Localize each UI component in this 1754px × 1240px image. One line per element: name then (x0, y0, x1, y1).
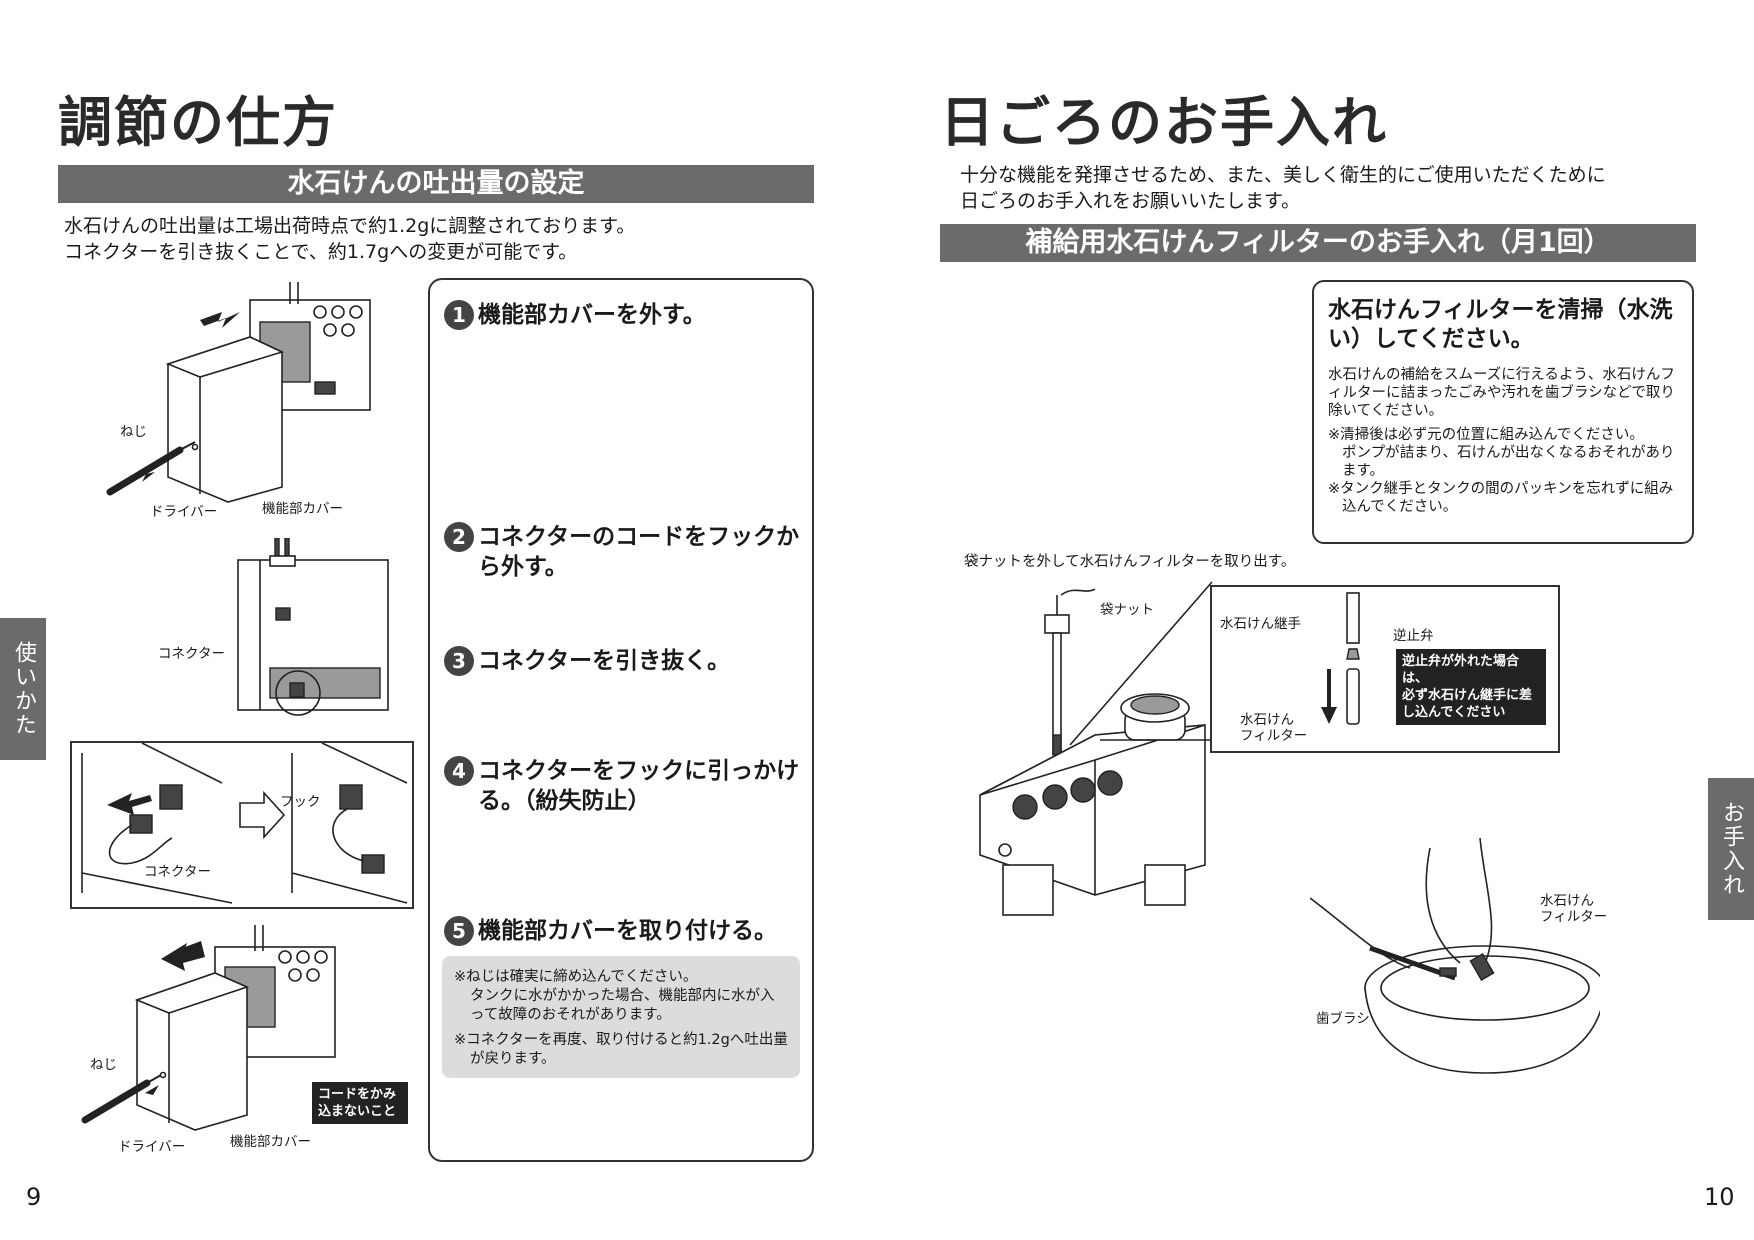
label-filter-detail-line-1: 水石けん (1240, 712, 1294, 728)
step-4: 4 コネクターをフックに引っかけ る。（紛失防止） (444, 756, 802, 816)
left-note-1: ※ねじは確実に締め込んでください。 タンクに水がかかった場合、機能部内に水が入っ… (454, 969, 775, 1023)
label-check-valve: 逆止弁 (1393, 628, 1434, 644)
steps-panel: 1 機能部カバーを外す。 2 コネクターのコードをフックか ら外す。 3 コネク… (428, 278, 814, 1162)
label-bag-nut: 袋ナット (1100, 602, 1154, 618)
zoom-lines (1069, 581, 1213, 746)
left-section-bar: 水石けんの吐出量の設定 (58, 165, 814, 203)
right-intro: 十分な機能を発揮させるため、また、美しく衛生的にご使用いただくために 日ごろのお… (960, 162, 1720, 214)
label-filter-detail: 水石けん フィルター (1240, 712, 1307, 744)
label-driver-bottom: ドライバー (118, 1139, 186, 1155)
label-driver-top: ドライバー (150, 504, 218, 520)
step-2-text: コネクターのコードをフックか ら外す。 (478, 524, 800, 580)
label-hook: フック (280, 794, 321, 810)
step-5-number: 5 (444, 916, 474, 946)
left-note-2: ※コネクターを再度、取り付けると約1.2gへ吐出量が戻ります。 (454, 1032, 788, 1067)
label-filter-wash-line-2: フィルター (1540, 909, 1608, 925)
step-3: 3 コネクターを引き抜く。 (444, 646, 802, 676)
right-warning-tag-line-2: 必ず水石けん継手に差 (1402, 688, 1533, 703)
filter-detail-frame: 逆止弁が外れた場合は、 必ず水石けん継手に差 し込んでください (1210, 585, 1560, 753)
connector-detail-frame (70, 741, 414, 909)
left-page-number: 9 (26, 1183, 42, 1211)
label-screw-top: ねじ (120, 424, 147, 440)
step-4-number: 4 (444, 756, 474, 786)
callout-body: 水石けんの補給をスムーズに行えるよう、水石けんフィルターに詰まったごみや汚れを歯… (1328, 367, 1675, 419)
left-intro: 水石けんの吐出量は工場出荷時点で約1.2gに調整されております。 コネクターを引… (64, 213, 804, 265)
step-1-text: 機能部カバーを外す。 (478, 302, 706, 328)
label-connector-detail: コネクター (144, 864, 211, 880)
label-cover-top: 機能部カバー (262, 501, 343, 517)
step-2-number: 2 (444, 522, 474, 552)
step-1: 1 機能部カバーを外す。 (444, 300, 802, 330)
label-cover-bottom: 機能部カバー (230, 1134, 311, 1150)
label-connector-mid: コネクター (158, 646, 225, 662)
callout-note-2: ※タンク継手とタンクの間のパッキンを忘れずに組み込んでください。 (1328, 481, 1674, 515)
step-4-text: コネクターをフックに引っかけ る。（紛失防止） (478, 758, 800, 814)
right-intro-line-1: 十分な機能を発揮させるため、また、美しく衛生的にご使用いただくために (960, 164, 1606, 186)
right-section-bar: 補給用水石けんフィルターのお手入れ（月1回） (940, 224, 1696, 262)
label-filter-wash-line-1: 水石けん (1540, 893, 1594, 909)
right-page-title: 日ごろのお手入れ (940, 91, 1388, 154)
washing-illustration (1310, 838, 1600, 1074)
left-intro-line-1: 水石けんの吐出量は工場出荷時点で約1.2gに調整されております。 (64, 215, 636, 237)
label-filter-detail-line-2: フィルター (1240, 728, 1308, 744)
left-page-title: 調節の仕方 (58, 91, 338, 154)
callout-title: 水石けんフィルターを清掃（水洗い）してください。 (1328, 297, 1673, 352)
right-instruction: 袋ナットを外して水石けんフィルターを取り出す。 (964, 554, 1296, 570)
side-tab-usage: 使いかた (0, 618, 46, 760)
step-3-text: コネクターを引き抜く。 (478, 648, 731, 674)
label-screw-bottom: ねじ (90, 1057, 117, 1073)
step-5: 5 機能部カバーを取り付ける。 (444, 916, 802, 946)
right-warning-tag-line-3: し込んでください (1402, 705, 1506, 720)
side-tab-maintenance: お手入れ (1708, 778, 1754, 920)
cover-attach-illustration (81, 925, 336, 1131)
filter-detail-illustration (1321, 592, 1360, 725)
step-3-number: 3 (444, 646, 474, 676)
connector-detail-illustration (81, 742, 408, 904)
cover-removal-illustration (106, 282, 371, 503)
tank-illustration (979, 588, 1206, 916)
left-notes-box: ※ねじは確実に締め込んでください。 タンクに水がかかった場合、機能部内に水が入っ… (442, 956, 800, 1078)
filter-cleaning-callout: 水石けんフィルターを清掃（水洗い）してください。 水石けんの補給をスムーズに行え… (1312, 280, 1694, 544)
label-filter-wash: 水石けん フィルター (1540, 893, 1607, 925)
label-joint: 水石けん継手 (1220, 616, 1301, 632)
right-intro-line-2: 日ごろのお手入れをお願いいたします。 (960, 190, 1301, 212)
step-5-text: 機能部カバーを取り付ける。 (478, 918, 777, 944)
right-warning-tag: 逆止弁が外れた場合は、 必ず水石けん継手に差 し込んでください (1396, 649, 1546, 725)
right-page-number: 10 (1704, 1183, 1735, 1211)
right-warning-tag-line-1: 逆止弁が外れた場合は、 (1402, 654, 1520, 686)
callout-note-1: ※清掃後は必ず元の位置に組み込んでください。 ポンプが詰まり、石けんが出なくなる… (1328, 427, 1675, 479)
left-intro-line-2: コネクターを引き抜くことで、約1.7gへの変更が可能です。 (64, 241, 578, 263)
label-toothbrush: 歯ブラシ (1316, 1011, 1370, 1027)
left-warning-tag: コードをかみ 込まないこと (312, 1082, 408, 1124)
connector-board-illustration (237, 538, 389, 716)
left-warning-tag-line-2: 込まないこと (318, 1104, 397, 1119)
step-1-number: 1 (444, 300, 474, 330)
step-2: 2 コネクターのコードをフックか ら外す。 (444, 522, 802, 582)
left-warning-tag-line-1: コードをかみ (318, 1087, 397, 1102)
